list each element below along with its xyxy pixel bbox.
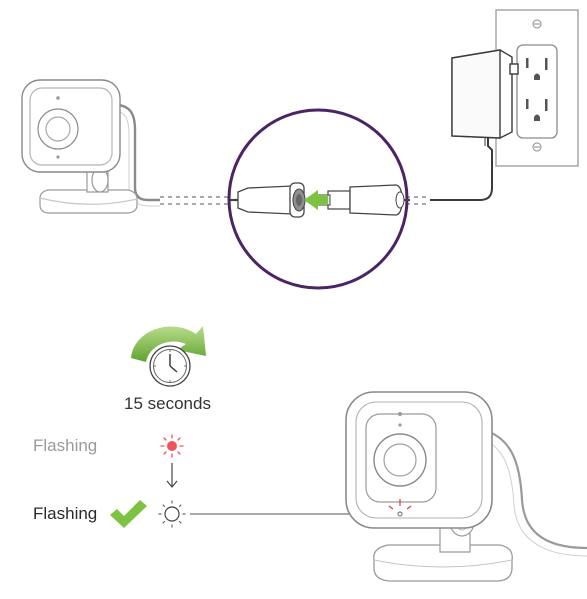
cable-dashed-left [160, 196, 238, 205]
cable-dashed-right [398, 196, 428, 205]
led-white-icon [158, 500, 186, 528]
arrow-icon [304, 190, 328, 210]
checkmark-icon [110, 500, 147, 528]
led-red-icon [160, 434, 184, 458]
state-red-label: Flashing [33, 436, 98, 455]
power-adapter-icon [430, 49, 519, 201]
clock-refresh-icon [131, 326, 206, 387]
camera-large-icon [345, 391, 587, 582]
down-arrow-icon [166, 463, 178, 488]
state-white-label: Flashing [33, 504, 98, 523]
timer-label: 15 seconds [124, 394, 211, 413]
plug-connector-icon [230, 182, 410, 218]
camera-small-icon [21, 79, 160, 214]
wall-outlet-icon [495, 9, 579, 167]
